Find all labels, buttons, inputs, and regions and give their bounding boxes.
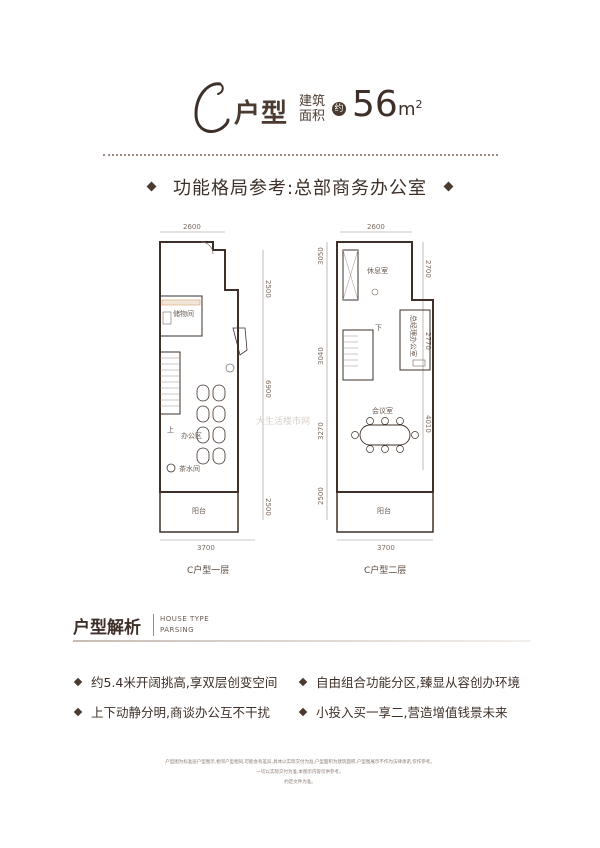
dim-left-top: 3050 bbox=[317, 247, 325, 265]
analysis-subtitle: HOUSE TYPE PARSING bbox=[153, 614, 209, 636]
stair-up-label: 上 bbox=[167, 425, 174, 434]
area-unit: m2 bbox=[398, 98, 423, 120]
room-balcony: 阳台 bbox=[377, 506, 391, 515]
unit-letter-logo bbox=[194, 82, 230, 133]
dim-right-mid: 2770 bbox=[424, 332, 432, 350]
diamond-icon bbox=[298, 707, 308, 716]
floor2-plan: 2600 3050 3040 3270 2500 2700 2770 4010 … bbox=[317, 223, 434, 552]
disclaimer-line2: 一切以实际交付为准,本图示内容仅供参考。 bbox=[256, 770, 344, 775]
stair-down-label: 下 bbox=[375, 324, 382, 332]
feature-item: 自由组合功能分区,臻显从容创办环境 bbox=[298, 672, 520, 691]
area-label-line1: 建筑 bbox=[299, 94, 326, 109]
feature-item: 小投入买一享二,营造增值钱景未来 bbox=[298, 702, 507, 721]
dim-left-bottom: 2500 bbox=[317, 487, 325, 505]
watermark: 大生活楼市网 bbox=[256, 417, 311, 427]
dim-right-mid2: 4010 bbox=[424, 415, 432, 433]
area-label-line2: 面积 bbox=[299, 109, 326, 124]
approx-badge: 约 bbox=[332, 102, 346, 116]
disclaimer-line3: 约定文件为准。 bbox=[284, 780, 316, 785]
diamond-icon bbox=[73, 677, 83, 686]
dim-right-bottom: 2500 bbox=[264, 498, 272, 516]
analysis-subtitle-line2: PARSING bbox=[160, 626, 195, 634]
disclaimer-line1: 户型图为标准层户型图示,相邻户型相同,可能会有差异,具体以实际交付为准,户型面积… bbox=[165, 760, 435, 765]
room-tea: 茶水间 bbox=[179, 464, 200, 473]
unit-type-label: 户型 bbox=[234, 99, 289, 129]
analysis-title: 户型解析 bbox=[73, 618, 141, 638]
room-lounge: 休息室 bbox=[367, 266, 388, 275]
floor1-caption: C户型一层 bbox=[187, 566, 230, 576]
feature-item: 约5.4米开阔挑高,享双层创变空间 bbox=[73, 672, 277, 691]
feature-item: 上下动静分明,商谈办公互不干扰 bbox=[73, 702, 270, 721]
dim-right-mid: 6900 bbox=[264, 380, 272, 398]
disclaimer: 户型图为标准层户型图示,相邻户型相同,可能会有差异,具体以实际交付为准,户型面积… bbox=[110, 758, 490, 788]
room-office: 办公区 bbox=[181, 431, 202, 440]
area-label: 建筑 面积 bbox=[299, 94, 329, 124]
analysis-subtitle-line1: HOUSE TYPE bbox=[160, 615, 210, 623]
dim-left-mid2: 3270 bbox=[317, 422, 325, 440]
room-balcony: 阳台 bbox=[192, 506, 206, 515]
dim-bottom: 3700 bbox=[197, 544, 215, 552]
dim-top: 2600 bbox=[183, 223, 201, 231]
diamond-icon bbox=[298, 677, 308, 686]
room-manager: 总经理办公室 bbox=[409, 315, 418, 357]
floor2-caption: C户型二层 bbox=[364, 566, 407, 576]
analysis-divider bbox=[73, 640, 531, 642]
dim-right-top: 2700 bbox=[424, 260, 432, 278]
dim-left-mid: 3040 bbox=[317, 347, 325, 365]
diamond-icon bbox=[73, 707, 83, 716]
layout-title: 功能格局参考:总部商务办公室 bbox=[172, 178, 428, 199]
dim-right-top: 2500 bbox=[264, 280, 272, 298]
dim-top: 2600 bbox=[367, 223, 385, 231]
area-value: 56 bbox=[352, 84, 398, 125]
room-meeting: 会议室 bbox=[372, 406, 393, 415]
dim-bottom: 3700 bbox=[377, 544, 395, 552]
floor1-plan: 2600 2500 6900 2500 3700 储物间 上 办公区 茶水间 阳… bbox=[159, 223, 272, 552]
header-divider bbox=[103, 154, 498, 156]
room-storage: 储物间 bbox=[173, 309, 194, 318]
